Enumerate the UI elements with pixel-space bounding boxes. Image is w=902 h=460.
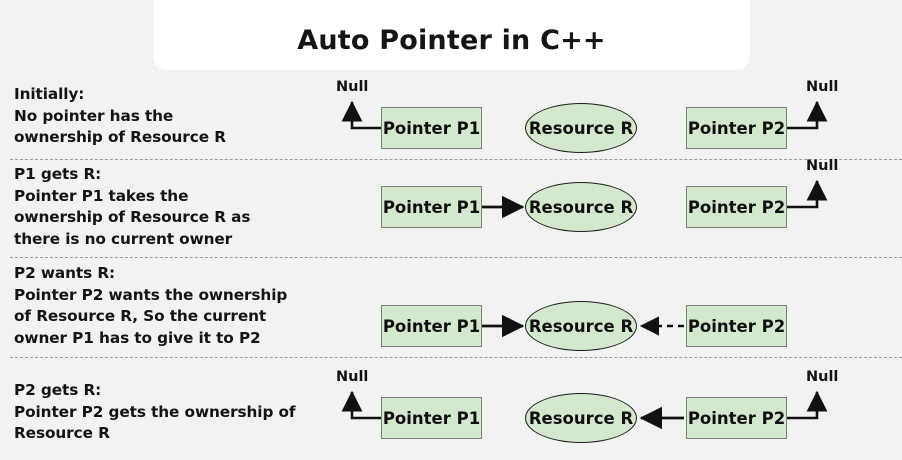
title-card: Auto Pointer in C++ — [153, 0, 750, 70]
pointer-p1-box[interactable]: Pointer P1 — [381, 107, 482, 149]
p1-null-label: Null — [336, 369, 369, 385]
row-heading: P2 gets R: — [14, 381, 102, 399]
row-separator-1 — [10, 159, 902, 160]
row-description-p2-wants-r: P2 wants R: Pointer P2 wants the ownersh… — [14, 263, 324, 350]
p2-null-label: Null — [806, 369, 839, 385]
arrow-layer — [482, 314, 684, 338]
p2-null-arrow — [787, 390, 828, 420]
resource-r-ellipse[interactable]: Resource R — [525, 393, 637, 443]
row-body-line: No pointer has the — [14, 106, 174, 125]
row-description-p2-gets-r: P2 gets R: Pointer P2 gets the ownership… — [14, 380, 326, 445]
row-diagram-initially: Null Null Pointer P1 Resource R Pointer … — [320, 79, 902, 158]
arrow-layer — [341, 100, 828, 130]
row-separator-3 — [10, 357, 902, 358]
pointer-p2-box[interactable]: Pointer P2 — [686, 107, 787, 149]
resource-r-ellipse[interactable]: Resource R — [525, 301, 637, 351]
row-description-p1-gets-r: P1 gets R: Pointer P1 takes the ownershi… — [14, 164, 314, 251]
row-diagram-p1-gets-r: Null Pointer P1 Resource R Pointer P2 — [320, 158, 902, 255]
row-diagram-p2-gets-r: Null Null Pointer P1 Resource R Pointer … — [320, 362, 902, 460]
resource-r-ellipse[interactable]: Resource R — [525, 103, 637, 153]
p1-null-arrow — [341, 100, 381, 130]
row-body-line: there is no current owner — [14, 230, 233, 249]
row-body-line: of Resource R, So the current — [14, 307, 267, 326]
p2-null-arrow — [787, 179, 828, 209]
arrow-layer — [482, 179, 828, 219]
row-description-initially: Initially: No pointer has the ownership … — [14, 84, 314, 149]
pointer-p1-box[interactable]: Pointer P1 — [381, 397, 482, 439]
p1-null-arrow — [341, 390, 381, 420]
p2-null-label: Null — [806, 79, 839, 95]
row-body-line: owner P1 has to give it to P2 — [14, 329, 261, 348]
row-heading: Initially: — [14, 85, 85, 103]
pointer-p1-box[interactable]: Pointer P1 — [381, 305, 482, 347]
arrow-layer — [341, 390, 828, 430]
page-title: Auto Pointer in C++ — [297, 25, 606, 56]
pointer-p1-box[interactable]: Pointer P1 — [381, 186, 482, 228]
row-diagram-p2-wants-r: Pointer P1 Resource R Pointer P2 — [320, 262, 902, 355]
row-body-line: Pointer P1 takes the — [14, 186, 189, 205]
row-heading: P2 wants R: — [14, 264, 116, 282]
row-body-line: ownership of Resource R as — [14, 208, 251, 227]
row-body-line: Resource R — [14, 424, 110, 443]
row-body-line: ownership of Resource R — [14, 128, 226, 147]
row-heading: P1 gets R: — [14, 165, 102, 183]
row-body-line: Pointer P2 wants the ownership — [14, 285, 288, 304]
p1-null-label: Null — [336, 79, 369, 95]
p2-null-arrow — [787, 100, 828, 130]
pointer-p2-box[interactable]: Pointer P2 — [686, 305, 787, 347]
row-body-line: Pointer P2 gets the ownership of — [14, 402, 296, 421]
row-initially: Initially: No pointer has the ownership … — [0, 79, 902, 158]
pointer-p2-box[interactable]: Pointer P2 — [686, 397, 787, 439]
resource-r-ellipse[interactable]: Resource R — [525, 182, 637, 232]
p2-null-label: Null — [806, 158, 839, 174]
row-p1-gets-r: P1 gets R: Pointer P1 takes the ownershi… — [0, 158, 902, 255]
row-p2-gets-r: P2 gets R: Pointer P2 gets the ownership… — [0, 362, 902, 460]
pointer-p2-box[interactable]: Pointer P2 — [686, 186, 787, 228]
row-separator-2 — [10, 257, 902, 258]
row-p2-wants-r: P2 wants R: Pointer P2 wants the ownersh… — [0, 262, 902, 355]
